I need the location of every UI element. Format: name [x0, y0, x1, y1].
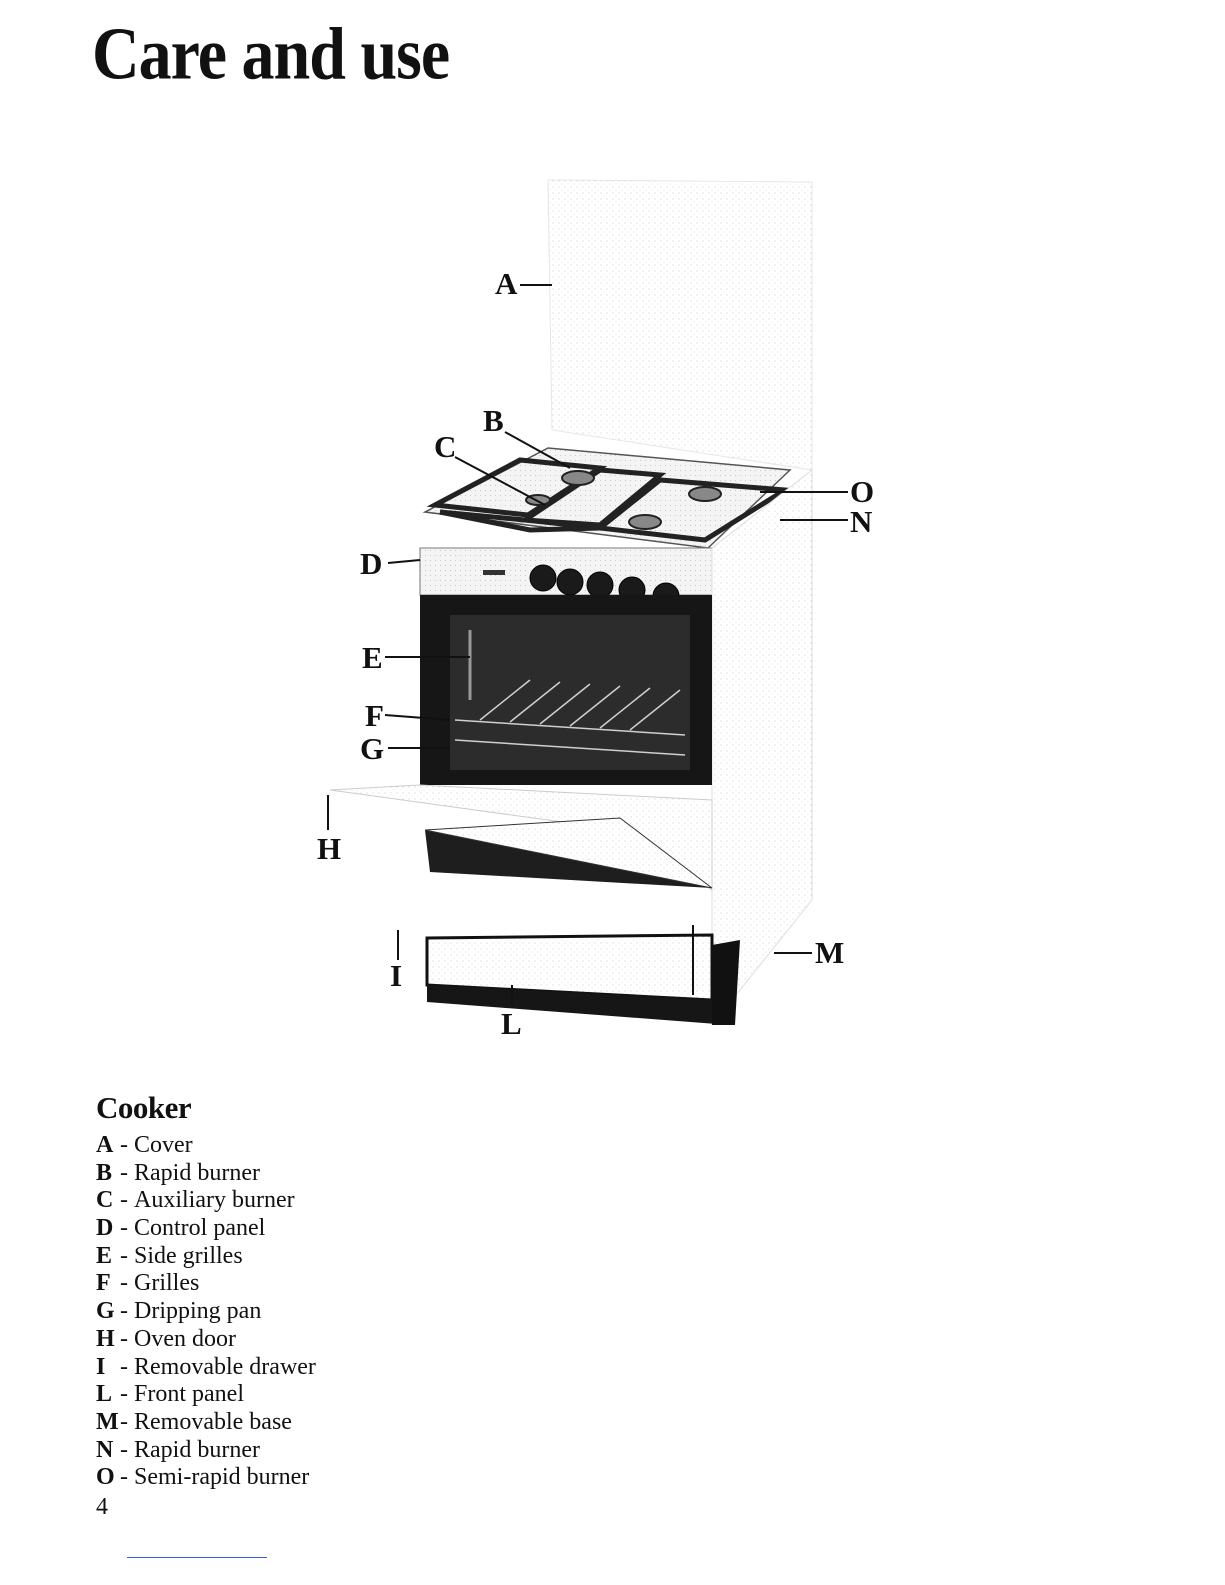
legend-separator: -	[120, 1464, 128, 1490]
bottom-rule	[127, 1557, 267, 1558]
legend-key: H	[96, 1326, 118, 1354]
callout-g: G	[360, 733, 384, 764]
callout-d: D	[360, 548, 382, 579]
legend-label: Rapid burner	[134, 1437, 260, 1463]
legend-key: G	[96, 1298, 118, 1326]
legend-item: O-Semi-rapid burner	[96, 1464, 596, 1492]
legend-label: Removable drawer	[134, 1354, 316, 1380]
cooker-side	[712, 470, 812, 1025]
legend-separator: -	[120, 1437, 128, 1463]
legend-key: M	[96, 1409, 118, 1437]
cooker-illustration: A B C D E F G H I L M N O	[0, 0, 1225, 1060]
legend-label: Cover	[134, 1132, 193, 1158]
legend-separator: -	[120, 1243, 128, 1269]
callout-i: I	[390, 960, 402, 991]
legend-key: L	[96, 1381, 118, 1409]
legend-separator: -	[120, 1326, 128, 1352]
legend-item: C-Auxiliary burner	[96, 1187, 596, 1215]
legend-separator: -	[120, 1270, 128, 1296]
legend-separator: -	[120, 1354, 128, 1380]
legend-key: O	[96, 1464, 118, 1492]
callout-o: O	[850, 476, 874, 507]
legend-key: A	[96, 1132, 118, 1160]
callout-c: C	[434, 431, 456, 462]
legend-separator: -	[120, 1381, 128, 1407]
callout-h: H	[317, 833, 341, 864]
callout-b: B	[483, 405, 504, 436]
legend-key: F	[96, 1270, 118, 1298]
callout-l: L	[501, 1008, 522, 1039]
legend-item: M-Removable base	[96, 1409, 596, 1437]
legend-key: B	[96, 1160, 118, 1188]
cover-panel	[548, 180, 812, 470]
legend-label: Semi-rapid burner	[134, 1464, 309, 1490]
legend-item: B-Rapid burner	[96, 1160, 596, 1188]
callout-a: A	[495, 268, 517, 299]
legend-key: E	[96, 1243, 118, 1271]
legend-label: Rapid burner	[134, 1160, 260, 1186]
legend-item: I-Removable drawer	[96, 1354, 596, 1382]
legend-key: C	[96, 1187, 118, 1215]
legend-key: D	[96, 1215, 118, 1243]
legend-separator: -	[120, 1160, 128, 1186]
legend-label: Oven door	[134, 1326, 236, 1352]
legend-separator: -	[120, 1298, 128, 1324]
legend-item: E-Side grilles	[96, 1243, 596, 1271]
legend-label: Auxiliary burner	[134, 1187, 295, 1213]
removable-base	[712, 940, 740, 1025]
legend-item: N-Rapid burner	[96, 1437, 596, 1465]
legend-separator: -	[120, 1132, 128, 1158]
legend-separator: -	[120, 1215, 128, 1241]
legend-label: Front panel	[134, 1381, 244, 1407]
cooker-drawing	[0, 0, 1225, 1060]
legend-separator: -	[120, 1187, 128, 1213]
legend-title: Cooker	[96, 1090, 596, 1126]
legend-key: I	[96, 1354, 118, 1382]
page-number: 4	[96, 1494, 108, 1521]
legend-item: G-Dripping pan	[96, 1298, 596, 1326]
legend-separator: -	[120, 1409, 128, 1435]
legend-item: L-Front panel	[96, 1381, 596, 1409]
legend-key: N	[96, 1437, 118, 1465]
legend-item: A-Cover	[96, 1132, 596, 1160]
legend-item: D-Control panel	[96, 1215, 596, 1243]
callout-f: F	[365, 700, 384, 731]
legend-label: Dripping pan	[134, 1298, 261, 1324]
legend-label: Side grilles	[134, 1243, 243, 1269]
legend-item: H-Oven door	[96, 1326, 596, 1354]
callout-m: M	[815, 937, 844, 968]
legend-item: F-Grilles	[96, 1270, 596, 1298]
callout-n: N	[850, 506, 872, 537]
legend-label: Grilles	[134, 1270, 199, 1296]
callout-e: E	[362, 642, 383, 673]
legend-label: Control panel	[134, 1215, 265, 1241]
legend-label: Removable base	[134, 1409, 292, 1435]
